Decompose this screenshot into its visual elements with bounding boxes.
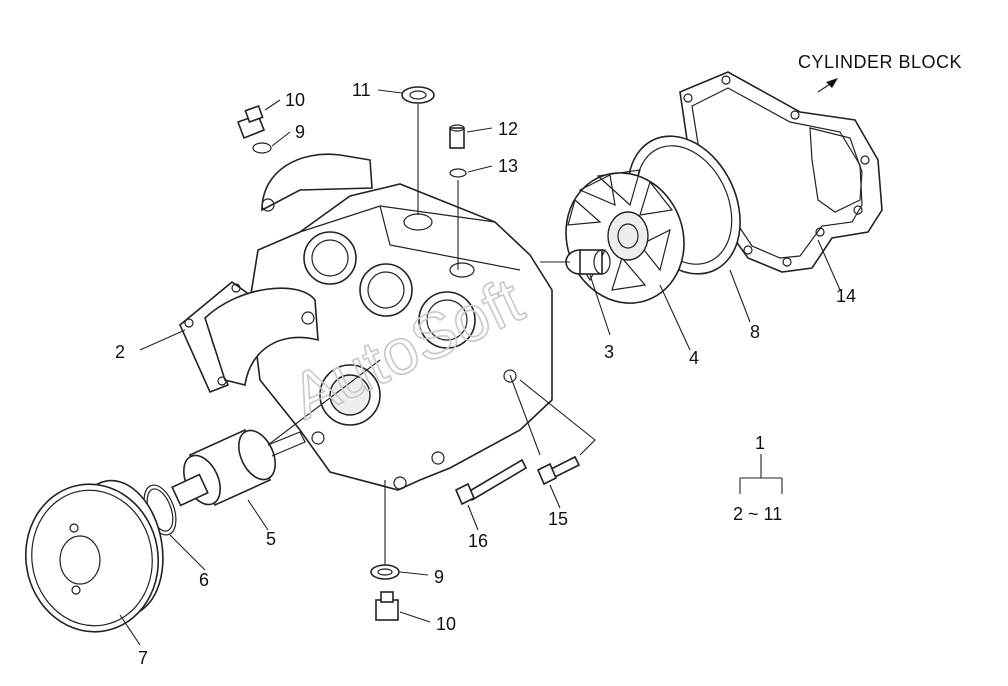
callout-8: 8 — [750, 322, 760, 342]
direction-arrow-icon — [817, 78, 838, 93]
elbow-part-2 — [179, 280, 319, 394]
washer-part-13 — [449, 168, 467, 178]
callout-3: 3 — [604, 342, 614, 362]
pump-housing — [249, 153, 553, 491]
bolt-part-16 — [454, 458, 528, 506]
callout-6: 6 — [199, 570, 209, 590]
plug-part-10-bottom — [375, 591, 399, 621]
callout-leaders — [119, 89, 841, 646]
assembly-range-label: 2 ~ 11 — [733, 504, 782, 524]
callout-14: 14 — [836, 286, 856, 306]
direction-label: CYLINDER BLOCK — [798, 52, 962, 72]
callout-15: 15 — [548, 509, 568, 529]
seal-part-3 — [565, 249, 611, 275]
washer-part-9-bottom — [370, 564, 400, 580]
assembly-axis-lines — [267, 104, 596, 565]
assembly-bracket — [739, 454, 783, 494]
callout-12: 12 — [498, 119, 518, 139]
callout-7: 7 — [138, 648, 148, 668]
callout-11: 11 — [352, 80, 371, 100]
callout-4: 4 — [689, 348, 699, 368]
pulley-part-7 — [24, 479, 164, 633]
callout-2: 2 — [115, 342, 125, 362]
bearing-part-5 — [171, 428, 306, 507]
washer-part-9-top — [252, 142, 272, 154]
callout-13: 13 — [498, 156, 518, 176]
callout-10-bottom: 10 — [436, 614, 456, 634]
callout-5: 5 — [266, 529, 276, 549]
callout-9-top: 9 — [295, 122, 305, 142]
callout-10-top: 10 — [285, 90, 305, 110]
callout-16: 16 — [468, 531, 488, 551]
nipple-part-12 — [449, 124, 465, 149]
assembly-parent-label: 1 — [755, 433, 765, 453]
washer-part-11 — [401, 86, 435, 104]
bolt-part-15 — [536, 455, 581, 486]
callout-9-bottom: 9 — [434, 567, 444, 587]
plug-part-10-top — [236, 104, 266, 140]
